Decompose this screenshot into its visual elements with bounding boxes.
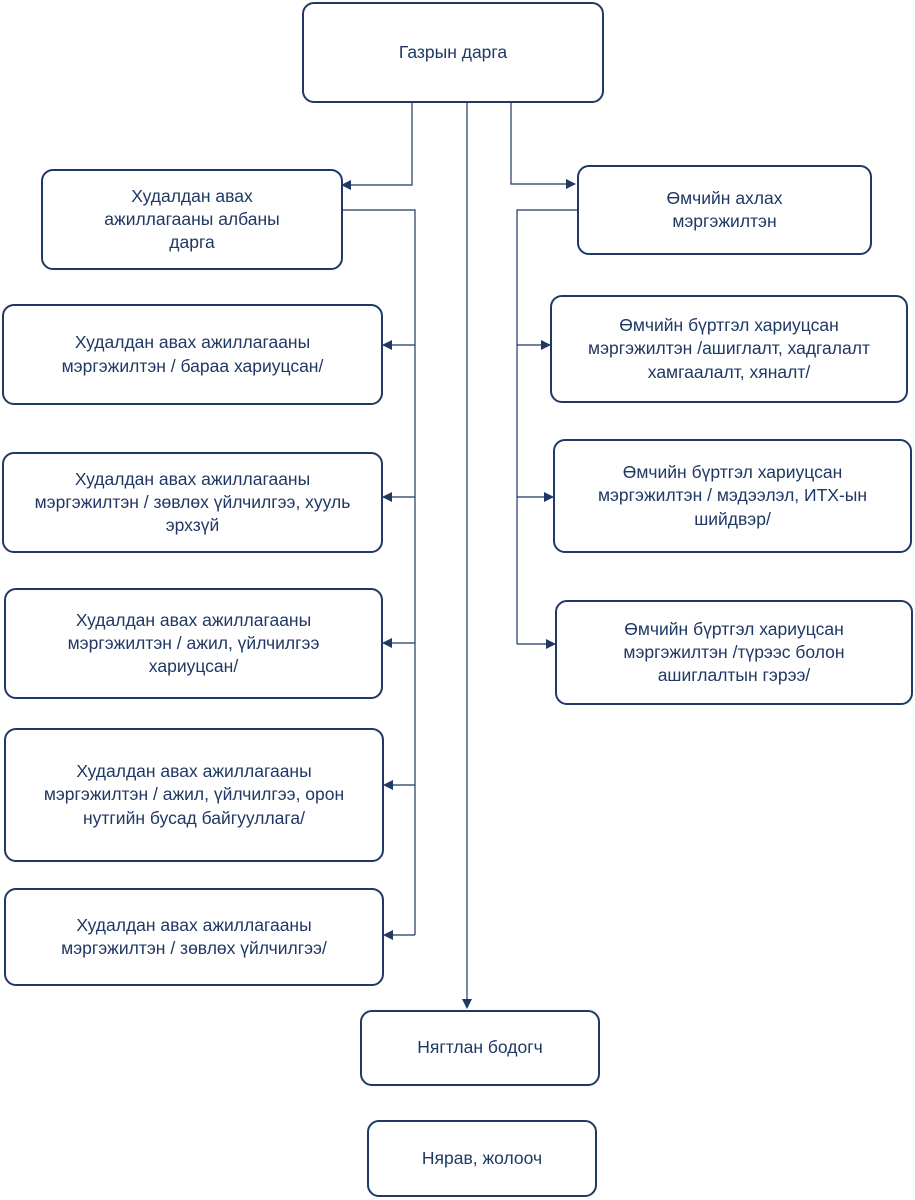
node-procurement-head-label: Худалдан авах ажиллагааны албаны дарга bbox=[104, 185, 280, 253]
node-prop-use: Өмчийн бүртгэл хариуцсан мэргэжилтэн /аш… bbox=[550, 295, 908, 403]
node-proc-legal: Худалдан авах ажиллагааны мэргэжилтэн / … bbox=[2, 452, 383, 553]
node-prop-info: Өмчийн бүртгэл хариуцсан мэргэжилтэн / м… bbox=[553, 439, 912, 553]
node-head: Газрын дарга bbox=[302, 2, 604, 103]
node-proc-works: Худалдан авах ажиллагааны мэргэжилтэн / … bbox=[4, 588, 383, 699]
node-proc-consult-label: Худалдан авах ажиллагааны мэргэжилтэн / … bbox=[61, 914, 327, 958]
node-procurement-head: Худалдан авах ажиллагааны албаны дарга bbox=[41, 169, 343, 270]
link-head-procurement bbox=[341, 103, 413, 190]
node-proc-works-label: Худалдан авах ажиллагааны мэргэжилтэн / … bbox=[67, 609, 320, 677]
node-head-label: Газрын дарга bbox=[398, 41, 508, 62]
node-prop-lease-label: Өмчийн бүртгэл хариуцсан мэргэжилтэн /тү… bbox=[623, 618, 845, 686]
node-accountant: Нягтлан бодогч bbox=[360, 1010, 600, 1086]
node-prop-info-label: Өмчийн бүртгэл хариуцсан мэргэжилтэн / м… bbox=[597, 462, 868, 529]
node-proc-local-label: Худалдан авах ажиллагааны мэргэжилтэн / … bbox=[43, 761, 345, 828]
link-property-trunk bbox=[516, 209, 577, 644]
node-property-chief: Өмчийн ахлах мэргэжилтэн bbox=[577, 165, 872, 255]
link-head-property bbox=[510, 103, 576, 189]
link-procurement-trunk bbox=[342, 209, 416, 935]
node-proc-goods-label: Худалдан авах ажиллагааны мэргэжилтэн / … bbox=[61, 332, 324, 376]
node-accountant-label: Нягтлан бодогч bbox=[417, 1037, 543, 1058]
node-storekeeper-label: Нярав, жолооч bbox=[421, 1147, 543, 1168]
node-prop-lease: Өмчийн бүртгэл хариуцсан мэргэжилтэн /тү… bbox=[555, 600, 913, 705]
node-storekeeper: Нярав, жолооч bbox=[367, 1120, 597, 1197]
node-property-chief-label: Өмчийн ахлах мэргэжилтэн bbox=[666, 187, 783, 231]
node-proc-legal-label: Худалдан авах ажиллагааны мэргэжилтэн / … bbox=[34, 468, 351, 536]
node-proc-consult: Худалдан авах ажиллагааны мэргэжилтэн / … bbox=[4, 888, 384, 986]
node-proc-goods: Худалдан авах ажиллагааны мэргэжилтэн / … bbox=[2, 304, 383, 405]
node-proc-local: Худалдан авах ажиллагааны мэргэжилтэн / … bbox=[4, 728, 384, 862]
node-prop-use-label: Өмчийн бүртгэл хариуцсан мэргэжилтэн /аш… bbox=[588, 315, 870, 382]
